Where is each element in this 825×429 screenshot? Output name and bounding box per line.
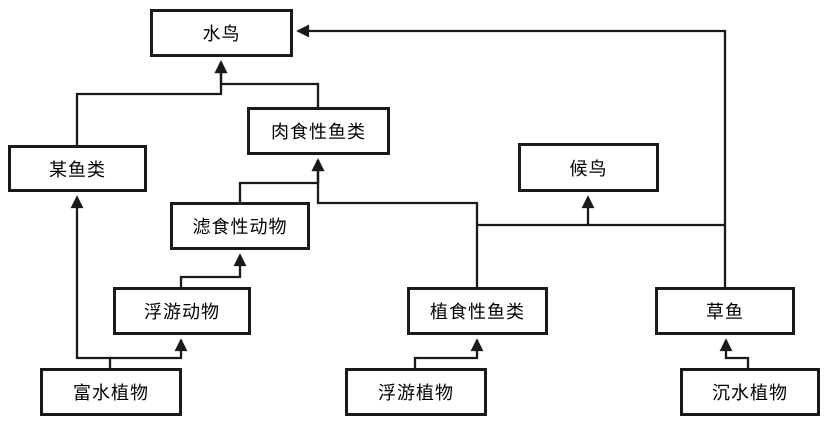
edge-caoyu-to-shuiniao — [296, 24, 727, 287]
node-fuyoudongwu: 浮游动物 — [113, 287, 251, 335]
node-houniao-label: 候鸟 — [569, 158, 608, 180]
node-mouyulei: 某鱼类 — [8, 145, 147, 192]
node-fuyoudongwu-label: 浮游动物 — [144, 302, 220, 323]
node-fuyouzhiwu: 浮游植物 — [345, 368, 487, 416]
edge-fushuizhiwu-to-fuyoudongwu — [110, 338, 188, 360]
node-mouyulei-label: 某鱼类 — [49, 159, 106, 181]
node-chenshuizhiwu: 沉水植物 — [680, 368, 820, 416]
node-houniao: 候鸟 — [518, 143, 659, 192]
edge-mouyulei-to-shuiniao — [75, 60, 228, 145]
edge-fuyouzhiwu-to-zhishixingyulei — [413, 338, 484, 368]
edge-chenshuizhiwu-to-caoyu — [719, 338, 750, 368]
node-fuyouzhiwu-label: 浮游植物 — [378, 383, 454, 404]
node-fushuizhiwu-label: 富水植物 — [73, 383, 149, 404]
node-roushixingyulei: 肉食性鱼类 — [247, 107, 390, 155]
edge-fushuizhiwu-to-mouyulei — [70, 195, 112, 368]
edge-fuyoudongwu-to-lvshixingdongwu — [179, 253, 247, 287]
node-lvshixingdongwu: 滤食性动物 — [170, 202, 310, 250]
edge-roushixingyulei-to-shuiniao — [214, 60, 320, 107]
node-caoyu: 草鱼 — [655, 287, 795, 335]
node-fushuizhiwu: 富水植物 — [40, 368, 182, 416]
edge-zhishixingyulei-to-roushixingyulei — [311, 158, 479, 287]
node-shuiniao-label: 水鸟 — [202, 24, 241, 45]
node-caoyu-label: 草鱼 — [706, 302, 744, 323]
node-roushixingyulei-label: 肉食性鱼类 — [271, 122, 366, 143]
edge-lvshixingdongwu-to-roushixingyulei — [238, 158, 325, 202]
node-lvshixingdongwu-label: 滤食性动物 — [192, 217, 288, 238]
node-shuiniao: 水鸟 — [150, 9, 293, 57]
node-chenshuizhiwu-label: 沉水植物 — [712, 383, 788, 404]
node-zhishixingyulei-label: 植食性鱼类 — [430, 302, 525, 323]
node-zhishixingyulei: 植食性鱼类 — [407, 287, 548, 335]
